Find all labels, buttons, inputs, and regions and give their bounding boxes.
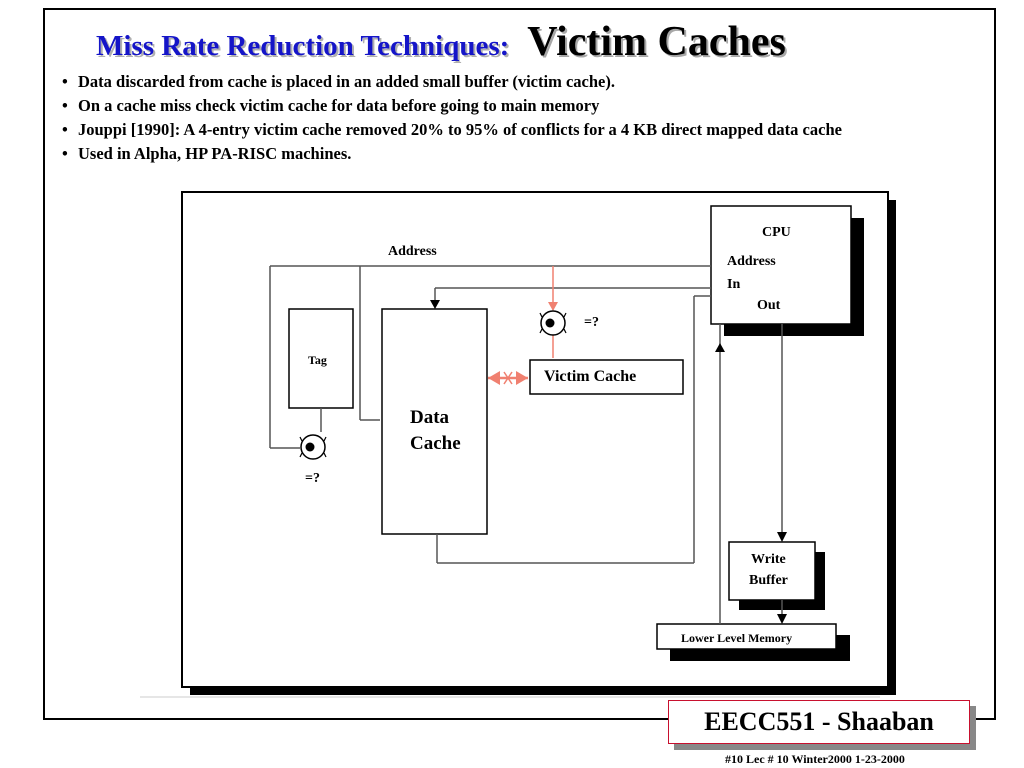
- tag-compare-label: =?: [305, 471, 320, 486]
- bullet-item: Jouppi [1990]: A 4-entry victim cache re…: [60, 118, 980, 142]
- data-cache-label-2: Cache: [410, 433, 461, 454]
- title-main: Miss Rate Reduction Techniques:: [96, 30, 510, 62]
- data-cache-label-1: Data: [410, 407, 450, 428]
- slide-meta: #10 Lec # 10 Winter2000 1-23-2000: [725, 752, 905, 766]
- bullet-item: Used in Alpha, HP PA-RISC machines.: [60, 142, 980, 166]
- cpu-in-label: In: [727, 277, 741, 292]
- cpu-label: CPU: [762, 225, 791, 240]
- write-buffer-label-2: Buffer: [749, 573, 788, 588]
- address-bus-label: Address: [388, 244, 437, 259]
- course-badge: EECC551 - Shaaban: [668, 700, 970, 744]
- lower-memory-label: Lower Level Memory: [681, 631, 793, 645]
- slide-title: Miss Rate Reduction Techniques: Victim Ca…: [96, 18, 786, 66]
- cpu-address-label: Address: [727, 254, 776, 269]
- victim-cache-label: Victim Cache: [544, 368, 637, 385]
- write-buffer-label-1: Write: [751, 552, 786, 567]
- tag-label: Tag: [308, 353, 327, 367]
- slide-frame: [43, 8, 996, 720]
- bullet-item: On a cache miss check victim cache for d…: [60, 94, 980, 118]
- bullet-list: Data discarded from cache is placed in a…: [60, 70, 980, 166]
- title-accent: Victim Caches: [527, 19, 786, 65]
- cpu-out-label: Out: [757, 298, 781, 313]
- victim-compare-label: =?: [584, 315, 599, 330]
- bullet-item: Data discarded from cache is placed in a…: [60, 70, 980, 94]
